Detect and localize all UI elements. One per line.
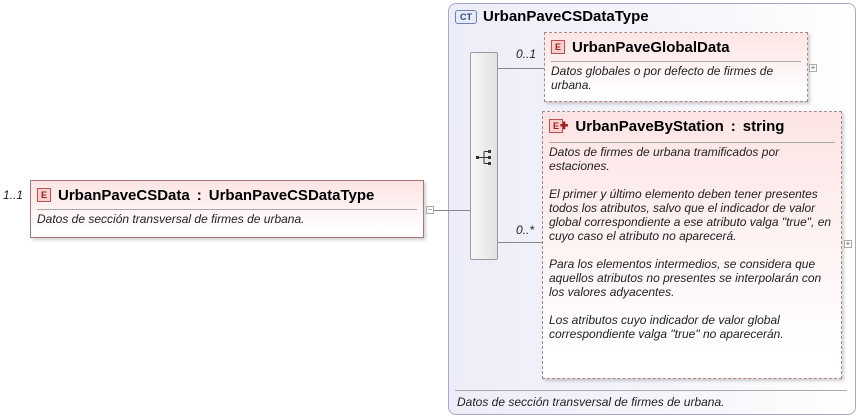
root-connector-line xyxy=(432,210,470,211)
complex-type-badge: CT xyxy=(455,9,477,24)
element-badge: E xyxy=(551,40,566,54)
seq-to-child2-line xyxy=(498,242,542,243)
child1-element-title: E UrbanPaveGlobalData xyxy=(545,33,807,56)
child1-element-separator xyxy=(551,61,801,62)
child2-element-type: string xyxy=(742,117,785,135)
child1-element-box[interactable]: E UrbanPaveGlobalData Datos globales o p… xyxy=(544,32,808,102)
child2-element-doc: Datos de firmes de urbana tramificados p… xyxy=(549,145,832,341)
child2-element-name: UrbanPaveByStation xyxy=(575,117,724,135)
child2-element-separator xyxy=(549,142,835,143)
child2-multiplicity: 0..* xyxy=(516,223,535,237)
child2-element-box[interactable]: E ✚ UrbanPaveByStation : string Datos de… xyxy=(542,111,842,379)
child1-element-doc: Datos globales o por defecto de firmes d… xyxy=(551,64,774,92)
root-multiplicity: 1..1 xyxy=(3,188,24,202)
root-element-box[interactable]: E UrbanPaveCSData : UrbanPaveCSDataType … xyxy=(30,180,424,238)
seq-to-child1-line xyxy=(498,68,544,69)
element-badge: E xyxy=(549,119,564,133)
expand-plus-icon[interactable]: + xyxy=(809,63,817,72)
expand-plus-icon[interactable]: + xyxy=(844,239,852,248)
collapse-minus-icon[interactable]: − xyxy=(426,205,434,214)
complex-type-doc: Datos de sección transversal de firmes d… xyxy=(457,395,725,409)
sequence-compositor[interactable] xyxy=(470,52,498,260)
type-separator: : xyxy=(730,117,736,135)
child1-element-name: UrbanPaveGlobalData xyxy=(572,38,730,56)
root-element-doc: Datos de sección transversal de firmes d… xyxy=(37,212,305,226)
complex-type-title[interactable]: CT UrbanPaveCSDataType xyxy=(455,8,649,25)
sequence-compositor-icon xyxy=(476,150,491,165)
root-element-type: UrbanPaveCSDataType xyxy=(208,186,375,204)
child2-element-title: E ✚ UrbanPaveByStation : string xyxy=(543,112,841,135)
element-badge: E xyxy=(37,188,52,202)
root-element-name: UrbanPaveCSData xyxy=(58,186,190,204)
child1-multiplicity: 0..1 xyxy=(516,47,537,61)
complex-type-name: UrbanPaveCSDataType xyxy=(483,8,649,25)
root-element-title: E UrbanPaveCSData : UrbanPaveCSDataType xyxy=(31,181,423,204)
complex-type-separator xyxy=(455,390,847,391)
root-element-separator xyxy=(37,209,417,210)
attributes-plus-icon: ✚ xyxy=(560,120,569,132)
type-separator: : xyxy=(196,186,202,204)
